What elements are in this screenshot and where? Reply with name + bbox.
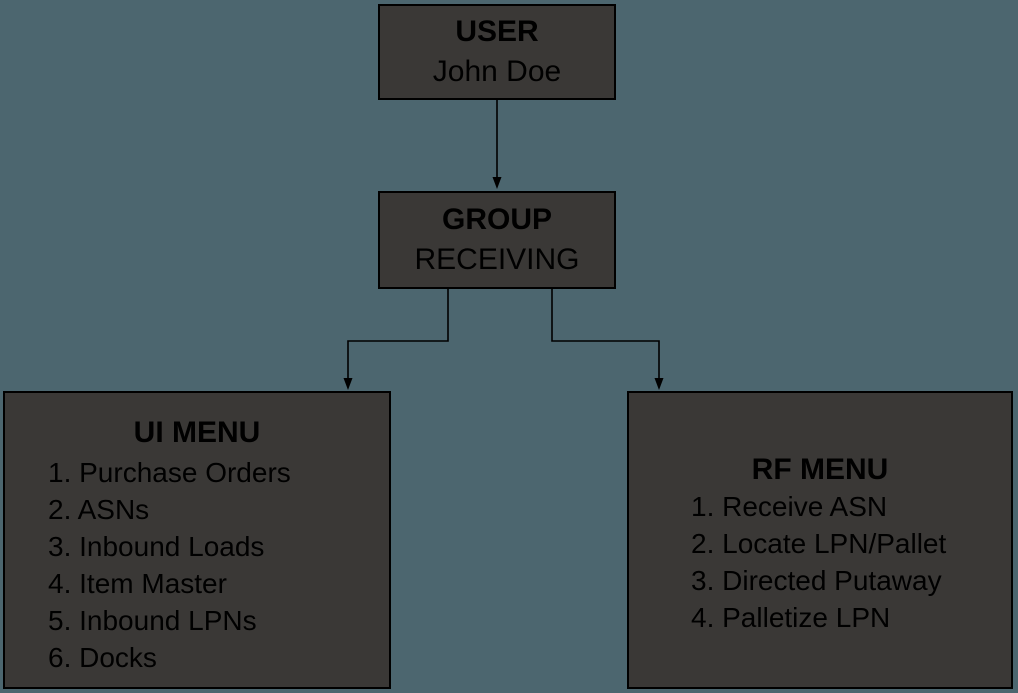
group-node-title: GROUP: [441, 203, 552, 236]
arrow-group-to-ui-menu: [347, 289, 449, 379]
ui-menu-list: 1. Purchase Orders 2. ASNs 3. Inbound Lo…: [5, 454, 389, 676]
group-node-value: RECEIVING: [414, 243, 580, 276]
menu-item: 4. Palletize LPN: [691, 602, 891, 633]
user-node-title: USER: [455, 15, 539, 48]
rf-menu-title: RF MENU: [751, 453, 889, 486]
menu-item: 2. Locate LPN/Pallet: [691, 528, 947, 559]
menu-item: 1. Purchase Orders: [48, 457, 291, 488]
user-node-value: John Doe: [432, 55, 562, 88]
group-node: GROUP RECEIVING: [378, 191, 616, 289]
rf-menu-node: RF MENU 1. Receive ASN 2. Locate LPN/Pal…: [627, 391, 1013, 689]
menu-item: 2. ASNs: [48, 494, 150, 525]
user-node: USER John Doe: [378, 4, 616, 100]
menu-item: 1. Receive ASN: [691, 491, 888, 522]
arrowhead-group-to-rf-menu: [654, 378, 664, 390]
ui-menu-node: UI MENU 1. Purchase Orders 2. ASNs 3. In…: [3, 391, 391, 689]
arrow-group-to-rf-menu: [551, 289, 660, 379]
menu-item: 6. Docks: [48, 642, 157, 673]
menu-item: 5. Inbound LPNs: [48, 605, 257, 636]
ui-menu-title: UI MENU: [133, 416, 261, 449]
arrowhead-user-to-group: [492, 177, 502, 189]
menu-item: 3. Inbound Loads: [48, 531, 265, 562]
arrowhead-group-to-ui-menu: [343, 378, 353, 390]
rf-menu-list: 1. Receive ASN 2. Locate LPN/Pallet 3. D…: [629, 488, 1011, 636]
menu-item: 3. Directed Putaway: [691, 565, 942, 596]
menu-item: 4. Item Master: [48, 568, 227, 599]
